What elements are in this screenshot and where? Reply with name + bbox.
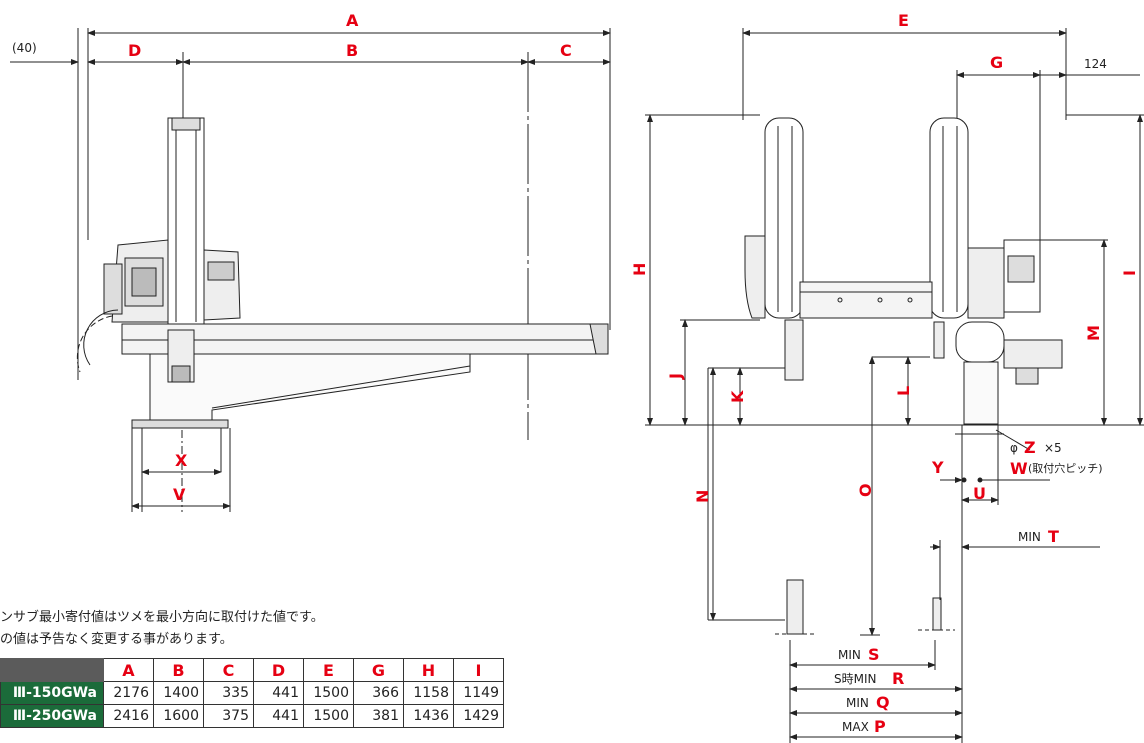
note-line-1: ンサブ最小寄付値はツメを最小方向に取付けた値です。 [0, 610, 324, 625]
spec-col-e: E [303, 658, 354, 682]
dim-offset-40: (40) [12, 41, 37, 55]
dim-label-o: O [856, 483, 875, 497]
dim-label-c: C [560, 41, 572, 60]
spec-model-name: Ⅲ-150GWa [0, 681, 104, 705]
spec-cell: 366 [353, 681, 404, 705]
times-five: ×5 [1044, 441, 1062, 455]
dim-label-x: X [175, 451, 188, 470]
min-q-prefix: MIN [846, 696, 869, 710]
note-line-2: の値は予告なく変更する事があります。 [0, 632, 233, 647]
front-view [645, 28, 1144, 743]
dim-label-e: E [898, 11, 909, 30]
spec-cell: 1149 [453, 681, 504, 705]
spec-col-a: A [103, 658, 154, 682]
spec-col-b: B [153, 658, 204, 682]
spec-col-i: I [453, 658, 504, 682]
spec-row: Ⅲ-150GWa 2176 1400 335 441 1500 366 1158… [0, 681, 504, 705]
spec-cell: 1436 [403, 704, 454, 728]
spec-col-c: C [203, 658, 254, 682]
dim-label-u: U [973, 484, 986, 503]
spec-model-name: Ⅲ-250GWa [0, 704, 104, 728]
dim-label-l: L [894, 386, 913, 396]
dim-label-v: V [173, 485, 186, 504]
min-s-prefix: MIN [838, 648, 861, 662]
dim-label-b: B [346, 41, 358, 60]
spec-cell: 1500 [303, 681, 354, 705]
spec-cell: 441 [253, 681, 304, 705]
spec-cell: 381 [353, 704, 404, 728]
hole-pitch-note: (取付穴ピッチ) [1028, 461, 1103, 475]
dim-label-k: K [728, 390, 747, 403]
spec-header-row: A B C D E G H I [0, 658, 504, 682]
spec-header-corner [0, 658, 104, 682]
spec-cell: 1400 [153, 681, 204, 705]
spec-cell: 2176 [103, 681, 154, 705]
dim-label-y: Y [931, 458, 944, 477]
spec-cell: 2416 [103, 704, 154, 728]
phi-symbol: φ [1010, 441, 1018, 455]
dim-label-d: D [128, 41, 141, 60]
spec-cell: 375 [203, 704, 254, 728]
s-time-min-prefix: S時MIN [834, 672, 877, 686]
dim-label-a: A [346, 11, 359, 30]
spec-col-d: D [253, 658, 304, 682]
max-p-prefix: MAX [842, 720, 869, 734]
spec-cell: 1158 [403, 681, 454, 705]
spec-col-h: H [403, 658, 454, 682]
dim-label-r: R [892, 669, 904, 688]
side-view [10, 28, 611, 512]
dim-label-q: Q [876, 693, 890, 712]
dim-label-w: W [1010, 459, 1028, 478]
spec-table: A B C D E G H I Ⅲ-150GWa 2176 1400 335 4… [0, 658, 504, 728]
dim-label-t: T [1048, 527, 1059, 546]
spec-cell: 1600 [153, 704, 204, 728]
spec-cell: 1500 [303, 704, 354, 728]
dim-label-s: S [868, 645, 880, 664]
spec-cell: 441 [253, 704, 304, 728]
dim-label-h: H [630, 263, 649, 276]
min-t-prefix: MIN [1018, 530, 1041, 544]
dim-label-p: P [874, 717, 886, 736]
spec-col-g: G [353, 658, 404, 682]
dim-label-i: I [1120, 270, 1139, 276]
spec-cell: 335 [203, 681, 254, 705]
dim-label-m: M [1084, 325, 1103, 341]
spec-cell: 1429 [453, 704, 504, 728]
dim-label-z: Z [1024, 438, 1036, 457]
dim-label-g: G [990, 53, 1003, 72]
spec-row: Ⅲ-250GWa 2416 1600 375 441 1500 381 1436… [0, 704, 504, 728]
dim-label-n: N [693, 490, 712, 503]
dim-124: 124 [1084, 57, 1107, 71]
dim-label-j: J [666, 373, 685, 380]
